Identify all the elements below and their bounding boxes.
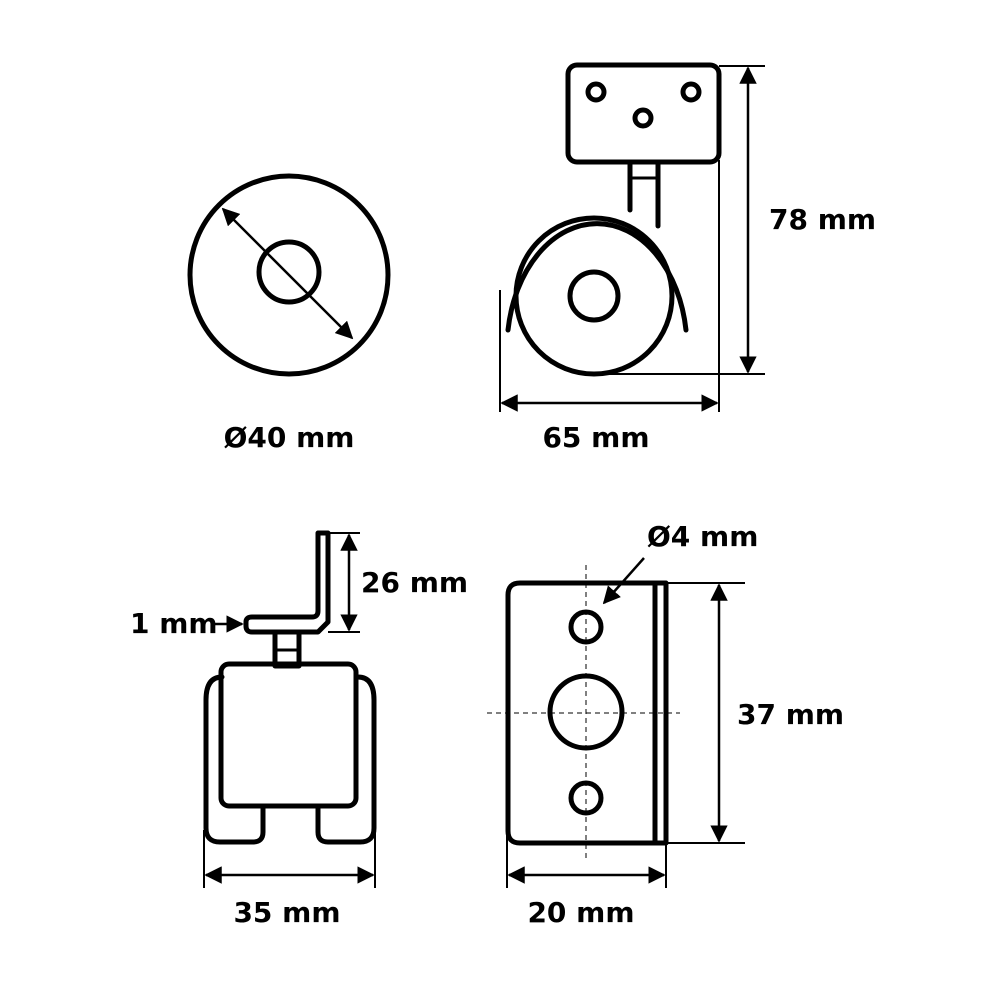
mounting-plate-side: [565, 62, 722, 165]
center-hole: [547, 673, 625, 751]
small-hole-bottom: [568, 780, 604, 816]
l-bracket: [243, 530, 331, 635]
front-fork-body: [218, 661, 359, 809]
plate-hole-bottom: [632, 107, 654, 129]
width-side-label: 65 mm: [542, 421, 649, 454]
hole-leader-arrow: [602, 557, 645, 605]
fork-arc: [505, 221, 689, 333]
wheel-side-hub: [567, 269, 621, 323]
wheel-diameter-arrow: [221, 207, 354, 340]
height-total-label: 78 mm: [769, 203, 876, 236]
plate-hole-left: [585, 81, 607, 103]
diameter-wheel-label: Ø40 mm: [224, 421, 355, 454]
plate-outline: [505, 580, 669, 846]
small-hole-top: [568, 609, 604, 645]
wheel-hub-circle: [256, 239, 322, 305]
mounting-plate-view: [487, 557, 745, 888]
wheel-side-circle: [513, 215, 675, 377]
front-wheel-outline: [203, 674, 377, 845]
plate-length-label: 37 mm: [737, 698, 844, 731]
caster-front-view: [203, 530, 377, 888]
hole-diameter-label: Ø4 mm: [647, 520, 758, 553]
plate-hole-right: [680, 81, 702, 103]
wheel-front-view: [187, 173, 391, 377]
plate-width-label: 20 mm: [527, 896, 634, 929]
plate-thickness-label: 1 mm: [130, 607, 218, 640]
plate-height-label: 26 mm: [361, 566, 468, 599]
width-front-label: 35 mm: [233, 896, 340, 929]
caster-side-view: [499, 62, 765, 412]
wheel-outer-circle: [187, 173, 391, 377]
